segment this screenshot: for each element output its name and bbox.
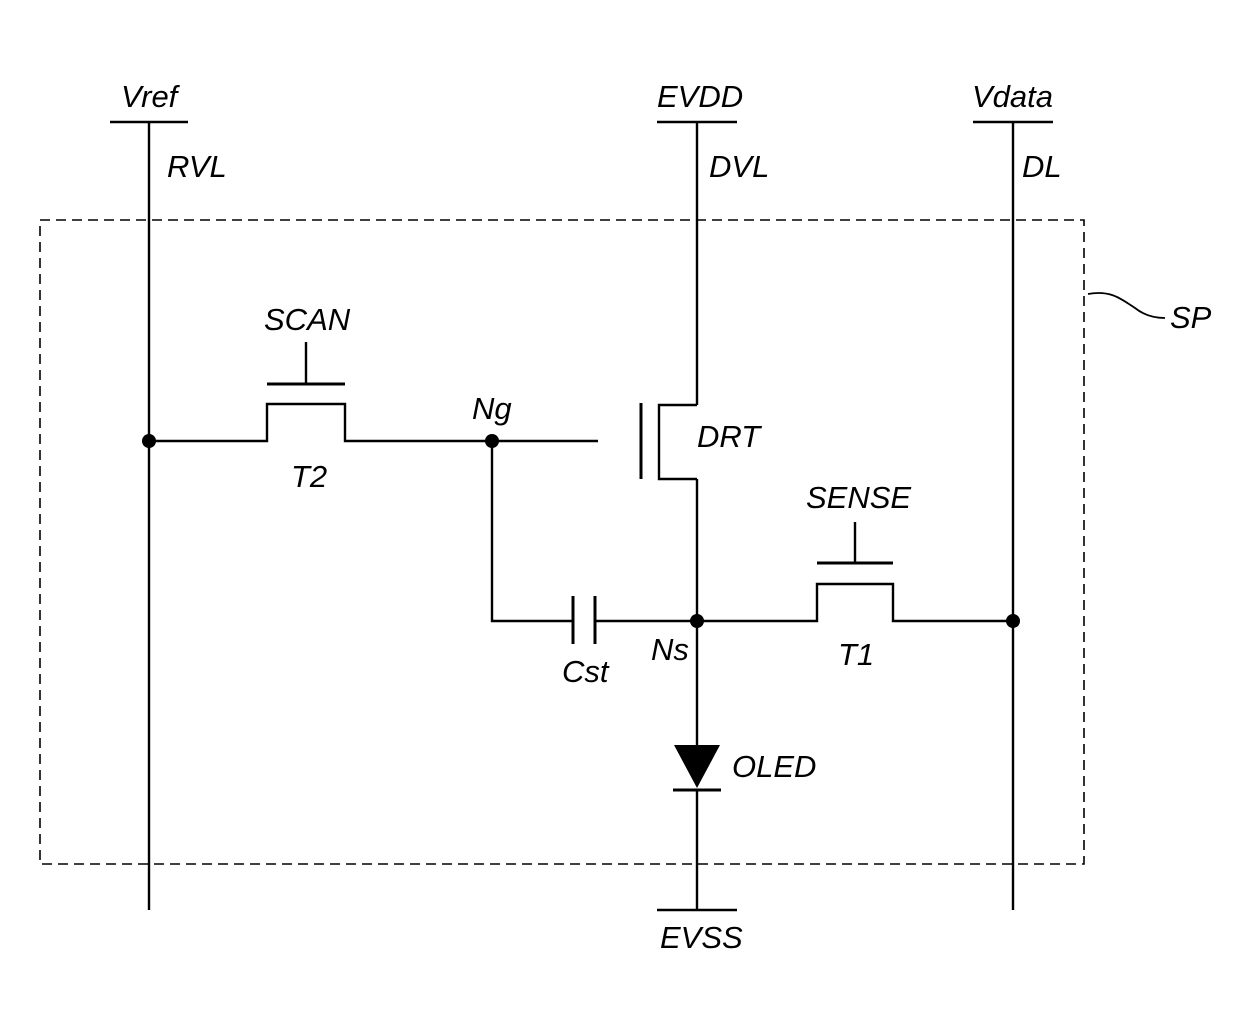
evss-label: EVSS [660,920,743,955]
oled-label: OLED [732,749,816,784]
dl-junction-dot [1006,614,1020,628]
t2-transistor [149,404,492,441]
cst-label: Cst [562,654,610,689]
dl-label: DL [1022,149,1062,184]
t2-label: T2 [291,459,327,494]
drt-label: DRT [697,419,762,454]
vref-label: Vref [121,79,181,114]
t1-transistor [697,584,1013,621]
rvl-junction-dot [142,434,156,448]
scan-label: SCAN [264,302,351,337]
drt-channel [659,405,697,479]
subpixel-leader-line [1088,293,1165,318]
subpixel-label: SP [1170,300,1212,335]
t1-label: T1 [838,637,874,672]
sense-label: SENSE [806,480,911,515]
subpixel-boundary [40,220,1084,864]
evdd-label: EVDD [657,79,743,114]
dvl-label: DVL [709,149,769,184]
ns-label: Ns [651,632,689,667]
rvl-label: RVL [167,149,227,184]
ng-label: Ng [472,391,512,426]
oled-diode-icon [674,745,720,788]
vdata-label: Vdata [972,79,1053,114]
cst-left-lead [492,441,573,621]
